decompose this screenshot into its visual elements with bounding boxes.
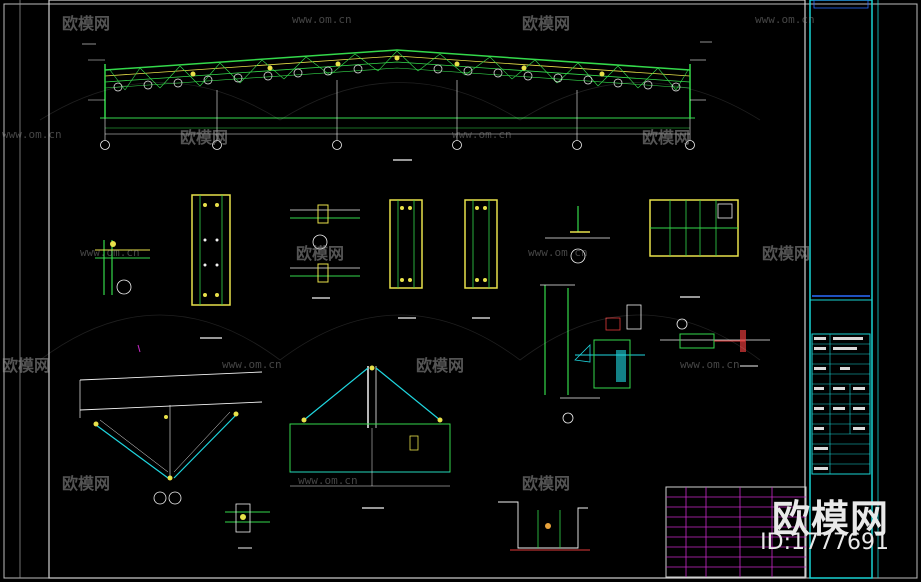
- portal-frame-elevation: [82, 41, 712, 161]
- inner-frame: [48, 0, 806, 579]
- overlay-brand-logo: 欧模网: [771, 497, 889, 541]
- watermark-brand: 欧模网: [62, 474, 111, 493]
- base-plate-plan: [649, 199, 739, 298]
- watermark-brand: 欧模网: [522, 474, 571, 493]
- purlin-cleat-detail: [545, 206, 610, 264]
- end-plate-detail-2: [389, 199, 423, 319]
- column-base-detail-left: [95, 240, 150, 295]
- watermark-brand: 欧模网: [180, 128, 229, 147]
- watermark-brand: 欧模网: [296, 244, 345, 263]
- watermark-brand: 欧模网: [416, 356, 465, 375]
- watermark-url: www.om.cn: [2, 128, 62, 141]
- overlay-id-text: ID:1777691: [760, 530, 889, 555]
- watermark-url: www.om.cn: [292, 13, 352, 26]
- watermark-url: www.om.cn: [298, 474, 358, 487]
- revision-table: [665, 486, 807, 578]
- watermark-url: www.om.cn: [528, 246, 588, 259]
- watermark-brand: 欧模网: [522, 14, 571, 33]
- splice-detail: [290, 204, 360, 299]
- watermark-url: www.om.cn: [680, 358, 740, 371]
- watermark-brand: 欧模网: [2, 356, 51, 375]
- watermark-url: www.om.cn: [452, 128, 512, 141]
- watermark-url: www.om.cn: [80, 246, 140, 259]
- small-connection-detail: [225, 503, 270, 549]
- title-block: [809, 0, 873, 579]
- watermark-arcs: [39, 82, 761, 361]
- tie-connection-detail: [660, 318, 770, 367]
- gutter-detail: [498, 501, 590, 551]
- bracing-detail-center: [289, 365, 451, 509]
- watermark-brand: 欧模网: [62, 14, 111, 33]
- watermark-url: www.om.cn: [222, 358, 282, 371]
- end-plate-detail-3: [464, 199, 498, 319]
- watermark-brand: 欧模网: [762, 244, 811, 263]
- watermark-url: www.om.cn: [755, 13, 815, 26]
- bracing-detail-left: [79, 344, 263, 505]
- watermark-brand: 欧模网: [642, 128, 691, 147]
- end-plate-detail-1: [191, 194, 231, 339]
- eave-connection-detail: [540, 284, 645, 424]
